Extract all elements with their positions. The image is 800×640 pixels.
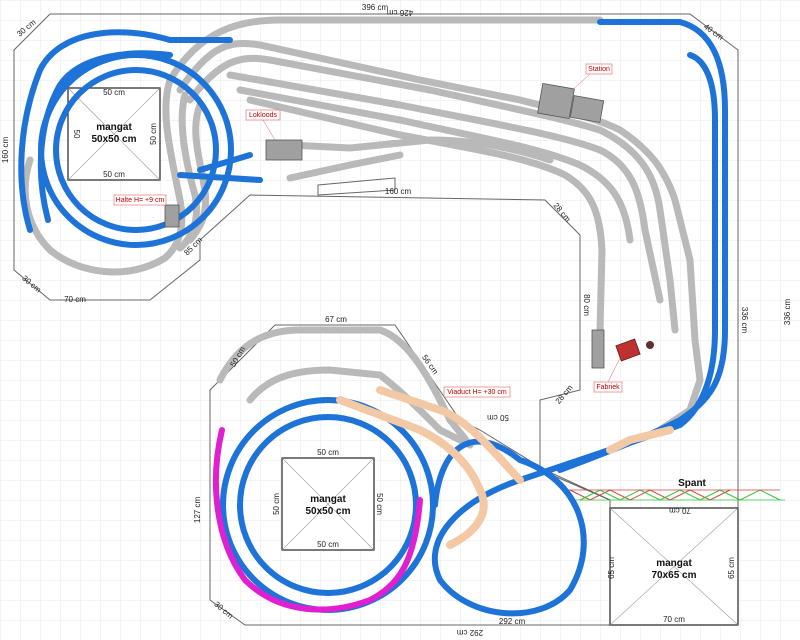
hole-2-title: mangat: [310, 494, 346, 505]
station-building: [537, 82, 575, 120]
dim-bottom-292b: 292 cm: [499, 617, 526, 626]
dim-right-height: 336 cm: [783, 299, 792, 326]
dim-shelf-edge: 160 cm: [385, 187, 412, 196]
hole-3-diagonal: [609, 507, 739, 626]
grey-track: [246, 366, 474, 449]
grey-track: [226, 71, 664, 304]
hole-1-bottom-dim: 50 cm: [103, 170, 125, 179]
hole-2-top-dim: 50 cm: [317, 448, 339, 457]
dim-right-inner: 336 cm: [740, 307, 749, 334]
hole-1-top-dim: 50 cm: [103, 88, 125, 97]
grey-track: [186, 54, 679, 334]
fabriek-building: [591, 329, 605, 369]
hole-1-left-dim: 50: [72, 130, 81, 139]
hole-2-bottom-dim: 50 cm: [317, 540, 339, 549]
tracks: [18, 16, 728, 617]
callout-station-box: [585, 63, 613, 75]
dim-hole3-height-right: 65 cm: [727, 557, 736, 579]
callout-fabriek-leader: [607, 357, 621, 383]
dim-top-width: 396 cm: [362, 3, 389, 12]
dim-top-inner: 426 cm: [387, 8, 414, 17]
lokloods-building: [265, 139, 303, 161]
spant-truss: Spant 70 cm: [565, 478, 785, 515]
hole-1: mangat 50x50 cm 50 cm 50 cm 50 50 cm: [67, 87, 161, 181]
halte-building: [164, 204, 180, 228]
hole-3: mangat 70x65 cm: [609, 507, 739, 626]
blue-track-loop: [237, 414, 419, 596]
buildings: [164, 82, 654, 369]
blue-track: [687, 52, 718, 333]
grey-track: [166, 16, 604, 84]
dim-lower-50: 50 cm: [487, 413, 509, 422]
grey-track: [286, 151, 404, 182]
orange-track: [606, 426, 674, 454]
blue-track: [18, 29, 233, 233]
orange-track: [336, 396, 488, 549]
grey-track: [236, 86, 634, 244]
callout-station: Station: [588, 66, 610, 73]
magenta-track: [212, 427, 423, 613]
fabriek-chimney: [646, 341, 654, 349]
dim-vertical-80: 80 cm: [582, 294, 591, 316]
callout-lokloods-leader: [262, 119, 276, 141]
blue-track-loop: [38, 52, 234, 248]
hole-2-right-dim: 50 cm: [375, 493, 384, 515]
blue-track-loop: [53, 67, 219, 233]
dim-hole3-width: 70 cm: [663, 615, 685, 624]
station-building: [569, 95, 605, 123]
hole-1-subtitle: 50x50 cm: [91, 134, 136, 145]
shelf-outline: [317, 177, 396, 196]
callouts: Station Lokloods Halte H= +9 cm Viaduct …: [113, 63, 623, 398]
blue-track: [197, 152, 253, 173]
grey-track: [21, 76, 186, 276]
dim-hole3-height: 65 cm: [607, 557, 616, 579]
hole-3-subtitle: 70x65 cm: [651, 570, 696, 581]
callout-viaduct: Viaduct H= +30 cm: [447, 389, 507, 396]
grey-track: [216, 326, 474, 449]
orange-track: [376, 386, 524, 484]
grey-track: [286, 136, 554, 164]
callout-halte: Halte H= +9 cm: [116, 197, 165, 204]
spant-width-dim: 70 cm: [669, 506, 691, 515]
callout-fabriek: Fabriek: [596, 384, 620, 391]
hole-3-title: mangat: [656, 558, 692, 569]
callout-halte-box: [113, 194, 167, 206]
dim-lower-top: 67 cm: [325, 315, 347, 324]
dim-lower-left-height: 127 cm: [193, 497, 202, 524]
spant-label: Spant: [678, 478, 706, 489]
hole-1-diagonal: [67, 87, 161, 181]
blue-track: [177, 172, 263, 183]
hole-2-subtitle: 50x50 cm: [305, 506, 350, 517]
dim-bottom-292: 292 cm: [457, 628, 484, 637]
hole-2: mangat 50x50 cm 50 cm 50 cm 50 cm 50 cm: [272, 448, 384, 551]
orange-viaduct-tracks: [336, 386, 674, 549]
hole-1-title: mangat: [96, 122, 132, 133]
grey-tracks: [21, 16, 704, 449]
callout-viaduct-box: [443, 386, 511, 398]
dim-left-height: 160 cm: [1, 137, 10, 164]
hole-2-diagonal: [281, 457, 375, 551]
hole-2-left-dim: 50 cm: [272, 493, 281, 515]
fabriek-building-red: [615, 338, 641, 362]
dim-bottom-left-width: 70 cm: [64, 295, 86, 304]
callout-station-leader: [569, 73, 591, 93]
hole-1-right-dim: 50 cm: [149, 123, 158, 145]
callout-lokloods: Lokloods: [249, 112, 278, 119]
